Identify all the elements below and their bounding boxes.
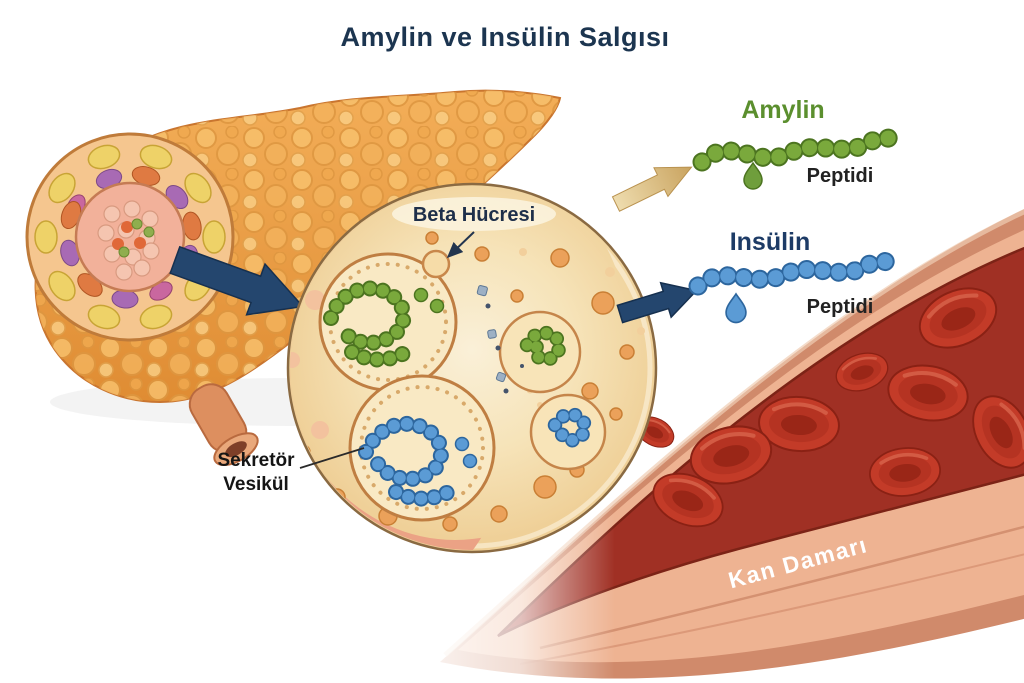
secretory-vesicle-callout: Sekretör Vesikül	[217, 447, 365, 495]
amylin-panel: Amylin Peptidi	[692, 96, 903, 190]
beta-cell-label-backdrop	[392, 197, 556, 231]
beta-cell-to-amylin-arrow-icon	[611, 166, 693, 212]
islet-hormone-cells	[112, 218, 155, 258]
transport-channels	[476, 285, 507, 383]
secretory-vesicle-insulin	[348, 374, 496, 522]
amylin-heading: Amylin	[741, 96, 824, 124]
small-vesicle-insulin	[529, 393, 607, 471]
insulin-peptide-label: Peptidi	[807, 296, 874, 318]
insulin-peptide-chain-large	[690, 253, 901, 294]
tiny-specks	[485, 303, 524, 394]
pancreatic-duct	[188, 383, 259, 467]
amylin-peptide-label: Peptidi	[807, 165, 874, 187]
insulin-droplet-icon	[725, 292, 747, 324]
membrane-highlight-dots	[290, 290, 329, 439]
secretory-vesicle-pointer-line	[299, 447, 365, 469]
beta-cell-label: Beta Hücresi	[413, 204, 535, 226]
amylin-peptide-chain	[325, 282, 410, 349]
insulin-panel: Insülin Peptidi	[688, 228, 903, 324]
beta-cell-to-insulin-arrow-icon	[616, 281, 698, 324]
islet-cells	[97, 200, 160, 281]
insulin-peptide-chain	[360, 418, 447, 485]
vesicle-budding-knob	[421, 249, 451, 279]
pancreas-cross-section	[25, 132, 235, 342]
secretory-vesicle-label-line2: Vesikül	[223, 474, 289, 495]
insulin-heading: Insülin	[730, 228, 811, 256]
amylin-peptide-chain-large	[694, 130, 901, 170]
pancreas-to-beta-cell-arrow-icon	[169, 245, 305, 316]
amylin-droplet-icon	[743, 161, 763, 190]
pancreas-illustration	[25, 89, 562, 467]
beta-cell-contents	[290, 186, 645, 550]
secretory-vesicle-label-line1: Sekretör	[217, 450, 295, 471]
page-title: Amylin ve Insülin Salgısı	[340, 22, 669, 52]
small-vesicle-amylin	[498, 310, 582, 394]
beta-cell-pointer-line	[446, 231, 475, 259]
secretory-vesicle-amylin	[318, 249, 458, 392]
beta-cell-zoom-view: Beta Hücresi	[286, 182, 658, 554]
